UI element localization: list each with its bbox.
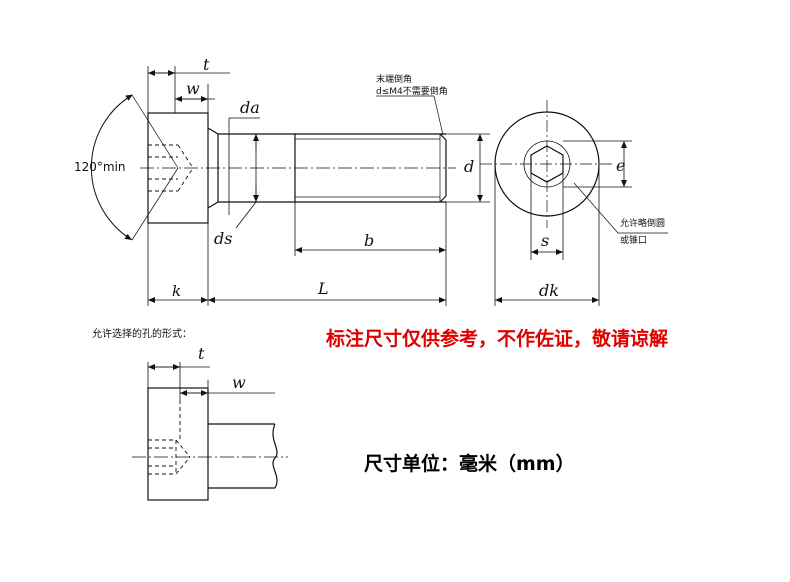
- dim-t-bottom: [147, 362, 210, 400]
- alt-head-outline: [147, 387, 209, 501]
- dim-w-bottom-label: w: [232, 373, 246, 392]
- disclaimer-note: 标注尺寸仅供参考，不作佐证，敬请谅解: [326, 327, 668, 350]
- dim-d: [446, 133, 490, 203]
- dim-t-top: [147, 66, 230, 113]
- head-fillet-top: [207, 127, 219, 135]
- dim-e-label: e: [616, 156, 625, 175]
- dim-t-bottom-label: t: [198, 344, 205, 363]
- alt-hole-view: [132, 387, 288, 501]
- bolt-side-view: [140, 112, 456, 224]
- angle-indicator: [90, 94, 179, 241]
- dim-b-label: b: [364, 231, 374, 250]
- dim-dk: [494, 164, 600, 306]
- dim-da-label: da: [240, 98, 260, 117]
- dim-e: [563, 140, 632, 188]
- alt-hole-caption: 允许选择的孔的形式：: [92, 327, 192, 340]
- dim-s: [530, 173, 564, 260]
- bolt-end-view: [480, 100, 614, 228]
- chamfer-note-1: 末端倒角: [376, 73, 412, 85]
- relief-note-2: 或锥口: [620, 234, 647, 246]
- dim-L-k: [147, 223, 446, 306]
- dim-ds: [235, 134, 259, 229]
- unit-note: 尺寸单位：毫米（mm）: [364, 452, 575, 475]
- relief-leader: [573, 182, 668, 234]
- dim-da: [228, 117, 260, 215]
- dim-dk-label: dk: [539, 281, 559, 300]
- dim-b: [294, 202, 447, 306]
- relief-note-1: 允许略倒圆: [620, 217, 665, 229]
- chamfer-note-2: d≤M4不需要倒角: [376, 85, 448, 97]
- dim-k-label: k: [172, 282, 181, 300]
- dim-t-label: t: [203, 55, 210, 74]
- head-fillet-bottom: [207, 201, 219, 209]
- chamfer-leader: [376, 95, 444, 136]
- dim-L-label: L: [317, 279, 329, 298]
- end-chamfer-top: [439, 133, 447, 141]
- alt-socket-hidden: [148, 400, 191, 475]
- dim-d-label: d: [464, 157, 474, 176]
- angle-label: 120°min: [74, 160, 126, 174]
- dim-ds-label: ds: [214, 229, 232, 248]
- dim-s-label: s: [541, 231, 549, 250]
- dim-w-label: w: [186, 79, 200, 98]
- dim-w-bottom: [180, 380, 275, 396]
- end-chamfer-bottom: [439, 195, 447, 203]
- alt-break-line: [272, 423, 278, 489]
- dim-w-top: [175, 84, 215, 113]
